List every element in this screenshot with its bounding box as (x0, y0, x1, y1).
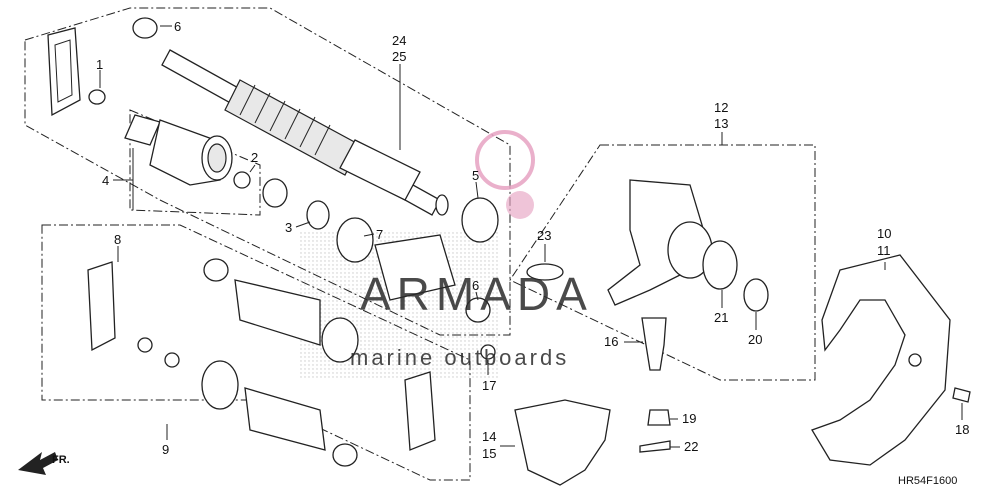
boot-band-lower-d (332, 443, 358, 467)
boot-band-7 (336, 217, 374, 263)
bracket-14-15 (514, 399, 611, 486)
boot-kit-upper (47, 27, 81, 117)
direction-label: FR. (52, 454, 70, 466)
callout-14: 14 (482, 429, 496, 444)
circlip-23 (526, 263, 564, 281)
upper-driveshaft-group-box (24, 7, 511, 336)
callout-6-lower: 6 (472, 278, 479, 293)
front-direction-arrow: FR. (18, 452, 70, 475)
knuckle-group-box (509, 144, 816, 381)
callout-10: 10 (877, 226, 891, 241)
wheel-bearing-21 (702, 240, 738, 290)
outer-boot-lower (244, 387, 326, 451)
callout-16: 16 (604, 334, 618, 349)
callout-12: 12 (714, 100, 728, 115)
bolt-17 (480, 344, 496, 360)
ball-joint-16 (641, 317, 667, 371)
callouts: 6 1 24 25 2 4 3 5 7 23 6 8 9 12 13 21 20… (96, 19, 969, 461)
callout-20: 20 (748, 332, 762, 347)
boot-kit-right (404, 371, 436, 451)
callout-18: 18 (955, 422, 969, 437)
callout-3: 3 (285, 220, 292, 235)
nut-19 (647, 409, 671, 426)
lower-driveshaft-group-box (41, 224, 471, 481)
watermark-logo: ARMADA marine outboards (350, 130, 593, 370)
inner-joint-group-box (129, 109, 261, 216)
circlip-lower-a (137, 337, 153, 353)
callout-19: 19 (682, 411, 696, 426)
callout-15: 15 (482, 446, 496, 461)
circlip-20 (743, 278, 769, 312)
watermark-brand: ARMADA (360, 268, 593, 320)
circlip-lower-b (164, 352, 180, 368)
bolt-18 (952, 387, 971, 403)
bearing-race (262, 178, 288, 208)
circlip-2 (233, 171, 251, 189)
upper-driveshaft (161, 49, 449, 216)
callout-9: 9 (162, 442, 169, 457)
disc-cover-10-11 (811, 254, 951, 466)
outer-boot-upper (374, 234, 456, 301)
boot-band-lower-a (203, 258, 229, 282)
callout-23: 23 (537, 228, 551, 243)
callout-7: 7 (376, 227, 383, 242)
callout-2: 2 (251, 150, 258, 165)
callout-8: 8 (114, 232, 121, 247)
callout-6-upper: 6 (174, 19, 181, 34)
boot-band-6-upper (132, 17, 158, 39)
callout-5: 5 (472, 168, 479, 183)
leader-lines (99, 25, 963, 448)
boot-kit-left (87, 261, 116, 352)
callout-13: 13 (714, 116, 728, 131)
watermark-tagline: marine outboards (350, 345, 569, 370)
cotter-pin-22 (639, 440, 671, 453)
boot-band-lower-b (321, 317, 359, 363)
inner-joint-assembly (124, 114, 330, 230)
diagram-code: HR54F1600 (898, 475, 957, 487)
circlip-3 (306, 200, 330, 230)
callout-4: 4 (102, 173, 109, 188)
callout-25: 25 (392, 49, 406, 64)
callout-1: 1 (96, 57, 103, 72)
callout-11: 11 (877, 243, 891, 258)
callout-22: 22 (684, 439, 698, 454)
inner-boot-lower (234, 279, 321, 346)
callout-17: 17 (482, 378, 496, 393)
callout-21: 21 (714, 310, 728, 325)
callout-24: 24 (392, 33, 406, 48)
boot-band-5 (461, 197, 499, 243)
circlip-1 (88, 89, 106, 105)
boot-band-lower-c (201, 360, 239, 410)
